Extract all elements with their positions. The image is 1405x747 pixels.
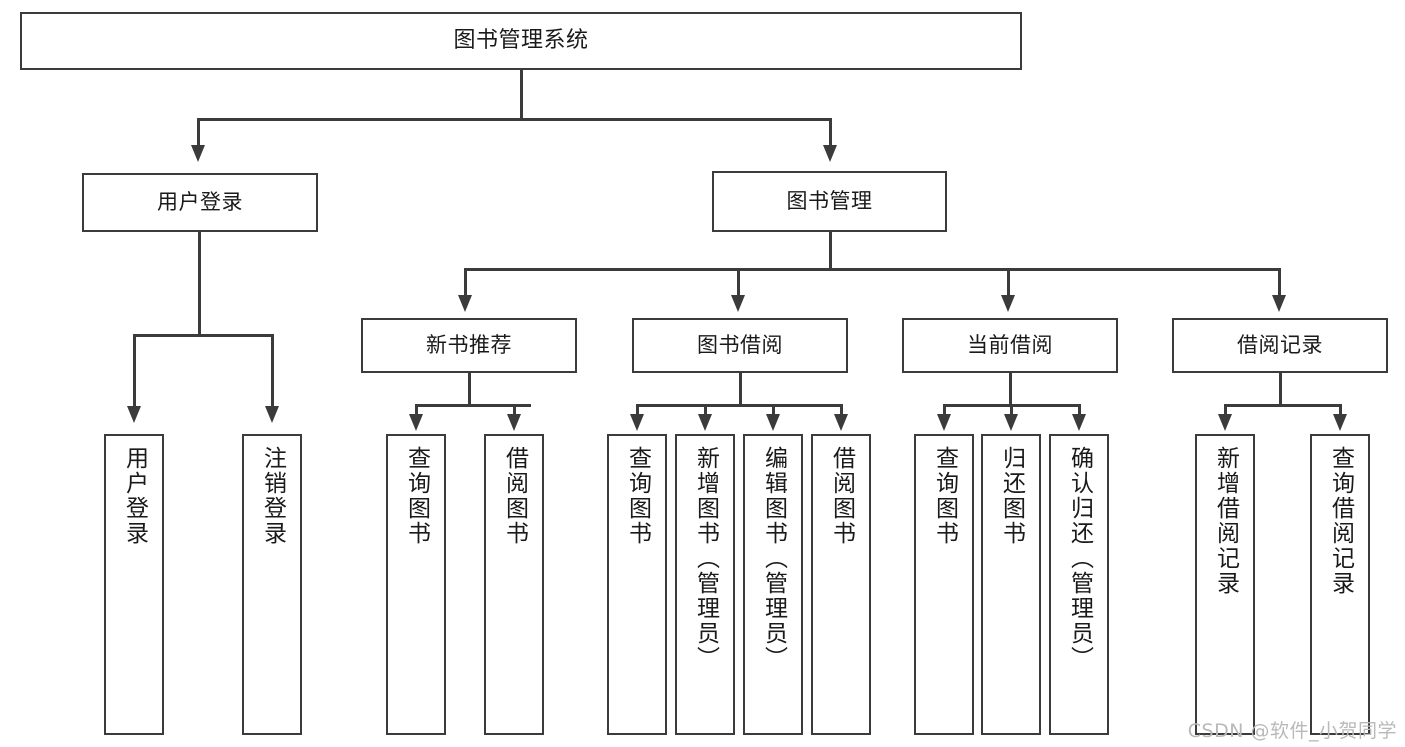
node-label: 查询图书 xyxy=(624,446,651,546)
arrowhead-new-book-to-leaf-1 xyxy=(409,414,423,431)
connector-new-book-stem xyxy=(468,373,471,406)
arrowhead-book-manage-to-new-book xyxy=(458,295,472,312)
node-label: 图书管理系统 xyxy=(453,28,589,54)
node-book-borrow[interactable]: 图书借阅 xyxy=(632,318,848,373)
connector-root-stem xyxy=(520,70,523,119)
connector-borrow-record-bus xyxy=(1224,404,1342,407)
connector-root-to-book-manage xyxy=(829,118,832,145)
leaf-query-borrow-record[interactable]: 查询借阅记录 xyxy=(1310,434,1370,735)
node-label: 当前借阅 xyxy=(967,333,1053,358)
connector-new-book-bus xyxy=(415,404,531,407)
leaf-user-login[interactable]: 用户登录 xyxy=(104,434,164,735)
node-label: 查询图书 xyxy=(403,446,430,546)
leaf-query-book-current[interactable]: 查询图书 xyxy=(914,434,974,735)
node-label: 归还图书 xyxy=(998,446,1025,546)
connector-book-borrow-to-leaf-4 xyxy=(840,404,843,416)
connector-book-borrow-to-leaf-2 xyxy=(704,404,707,416)
arrowhead-root-to-book-manage xyxy=(823,145,837,162)
node-label: 编辑图书（管理员） xyxy=(760,446,787,671)
arrowhead-current-borrow-to-leaf-2 xyxy=(1004,414,1018,431)
watermark-text: CSDN @软件_小贺同学 xyxy=(1187,720,1397,742)
node-borrow-record[interactable]: 借阅记录 xyxy=(1172,318,1388,373)
arrowhead-book-borrow-to-leaf-3 xyxy=(766,414,780,431)
connector-current-borrow-to-leaf-2 xyxy=(1010,404,1013,416)
node-label: 确认归还（管理员） xyxy=(1066,446,1093,671)
connector-borrow-record-to-leaf-2 xyxy=(1339,404,1342,416)
leaf-add-borrow-record[interactable]: 新增借阅记录 xyxy=(1195,434,1255,735)
node-label: 图书借阅 xyxy=(697,333,783,358)
leaf-borrow-book-new-recommend[interactable]: 借阅图书 xyxy=(484,434,544,735)
connector-book-manage-stem xyxy=(829,232,832,269)
connector-book-manage-bus xyxy=(464,268,1280,271)
leaf-add-book-admin[interactable]: 新增图书（管理员） xyxy=(675,434,735,735)
node-label: 查询借阅记录 xyxy=(1327,446,1354,596)
arrowhead-root-to-user-login xyxy=(191,145,205,162)
arrowhead-book-manage-to-borrow-record xyxy=(1272,295,1286,312)
arrowhead-book-borrow-to-leaf-4 xyxy=(834,414,848,431)
connector-new-book-to-leaf-2 xyxy=(513,404,516,416)
node-user-login[interactable]: 用户登录 xyxy=(82,173,318,232)
connector-user-login-stem xyxy=(198,232,201,335)
connector-book-borrow-to-leaf-1 xyxy=(636,404,639,416)
node-label: 借阅图书 xyxy=(501,446,528,546)
connector-root-bus xyxy=(197,118,831,121)
node-root-book-management-system[interactable]: 图书管理系统 xyxy=(20,12,1022,70)
arrowhead-book-manage-to-book-borrow xyxy=(731,295,745,312)
node-current-borrow[interactable]: 当前借阅 xyxy=(902,318,1118,373)
node-label: 借阅记录 xyxy=(1237,333,1323,358)
leaf-confirm-return-admin[interactable]: 确认归还（管理员） xyxy=(1049,434,1109,735)
connector-book-manage-to-book-borrow xyxy=(737,268,740,295)
connector-current-borrow-to-leaf-3 xyxy=(1078,404,1081,416)
connector-user-login-to-leaf-2 xyxy=(271,334,274,406)
connector-root-to-user-login xyxy=(197,118,200,145)
node-label: 图书管理 xyxy=(786,189,873,214)
arrowhead-user-login-to-leaf-1 xyxy=(127,406,141,423)
node-new-book-recommend[interactable]: 新书推荐 xyxy=(361,318,577,373)
connector-book-borrow-bus xyxy=(636,404,842,407)
leaf-edit-book-admin[interactable]: 编辑图书（管理员） xyxy=(743,434,803,735)
node-label: 注销登录 xyxy=(259,446,286,546)
connector-user-login-bus xyxy=(133,334,273,337)
connector-current-borrow-stem xyxy=(1009,373,1012,406)
leaf-query-book-new-recommend[interactable]: 查询图书 xyxy=(386,434,446,735)
node-label: 新书推荐 xyxy=(426,333,512,358)
node-label: 查询图书 xyxy=(931,446,958,546)
arrowhead-book-manage-to-current-borrow xyxy=(1001,295,1015,312)
arrowhead-current-borrow-to-leaf-3 xyxy=(1072,414,1086,431)
leaf-borrow-book-borrow[interactable]: 借阅图书 xyxy=(811,434,871,735)
node-label: 借阅图书 xyxy=(828,446,855,546)
connector-borrow-record-stem xyxy=(1279,373,1282,406)
connector-user-login-to-leaf-1 xyxy=(133,334,136,406)
connector-book-borrow-stem xyxy=(739,373,742,406)
leaf-logout[interactable]: 注销登录 xyxy=(242,434,302,735)
connector-current-borrow-to-leaf-1 xyxy=(943,404,946,416)
node-book-manage[interactable]: 图书管理 xyxy=(712,171,947,232)
arrowhead-borrow-record-to-leaf-2 xyxy=(1333,414,1347,431)
leaf-query-book-borrow[interactable]: 查询图书 xyxy=(607,434,667,735)
connector-book-manage-to-borrow-record xyxy=(1278,268,1281,295)
leaf-return-book[interactable]: 归还图书 xyxy=(981,434,1041,735)
arrowhead-borrow-record-to-leaf-1 xyxy=(1218,414,1232,431)
arrowhead-current-borrow-to-leaf-1 xyxy=(937,414,951,431)
connector-book-borrow-to-leaf-3 xyxy=(772,404,775,416)
arrowhead-new-book-to-leaf-2 xyxy=(507,414,521,431)
node-label: 新增借阅记录 xyxy=(1212,446,1239,596)
node-label: 用户登录 xyxy=(121,446,148,546)
node-label: 用户登录 xyxy=(157,190,243,215)
node-label: 新增图书（管理员） xyxy=(692,446,719,671)
connector-new-book-to-leaf-1 xyxy=(415,404,418,416)
arrowhead-book-borrow-to-leaf-2 xyxy=(698,414,712,431)
arrowhead-user-login-to-leaf-2 xyxy=(265,406,279,423)
connector-borrow-record-to-leaf-1 xyxy=(1224,404,1227,416)
arrowhead-book-borrow-to-leaf-1 xyxy=(630,414,644,431)
connector-book-manage-to-new-book xyxy=(464,268,467,295)
connector-book-manage-to-current-borrow xyxy=(1007,268,1010,295)
